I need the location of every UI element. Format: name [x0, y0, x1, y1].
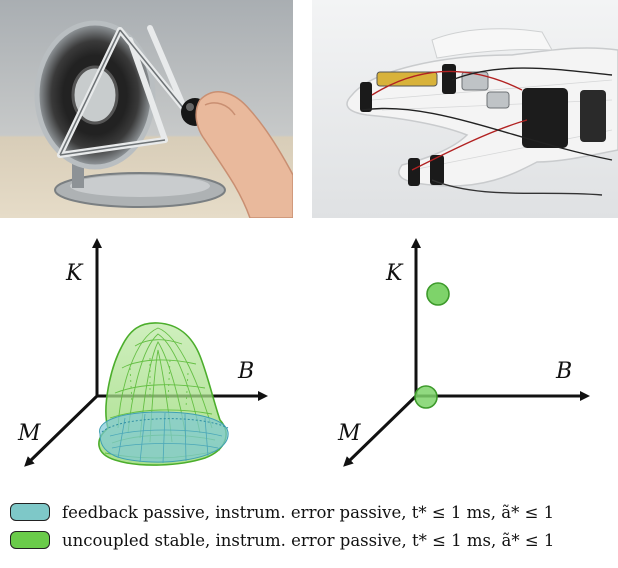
parameter-space-diagram-right: K B M	[310, 228, 610, 490]
stable-point-origin	[414, 385, 438, 409]
legend-swatch	[10, 531, 50, 549]
glove-photo	[312, 0, 618, 218]
instrumented-glove-illustration	[312, 0, 618, 218]
m-axis-line	[343, 394, 418, 467]
haptic-device-photo	[0, 0, 293, 218]
kbm-axes-right: K B M	[337, 238, 590, 467]
parameter-space-diagram-left: K B M	[0, 228, 300, 490]
k-axis-label: K	[65, 261, 84, 286]
k-axis-label: K	[385, 261, 404, 286]
haptic-device-illustration	[0, 0, 293, 218]
stable-point-upper	[426, 282, 450, 306]
legend-swatch	[10, 503, 50, 521]
m-axis-line	[24, 394, 99, 467]
legend-item-feedback-passive: feedback passive, instrum. error passive…	[10, 498, 610, 526]
legend-label: feedback passive, instrum. error passive…	[62, 502, 555, 522]
b-axis-label: B	[237, 359, 254, 384]
legend-item-uncoupled-stable: uncoupled stable, instrum. error passive…	[10, 526, 610, 554]
feedback-passive-surface	[99, 411, 229, 464]
m-axis-label: M	[17, 421, 41, 446]
legend-label: uncoupled stable, instrum. error passive…	[62, 530, 555, 550]
b-axis-label: B	[555, 359, 572, 384]
legend: feedback passive, instrum. error passive…	[10, 498, 610, 554]
m-axis-label: M	[337, 421, 361, 446]
kbm-axes-left: K B M	[17, 238, 268, 467]
